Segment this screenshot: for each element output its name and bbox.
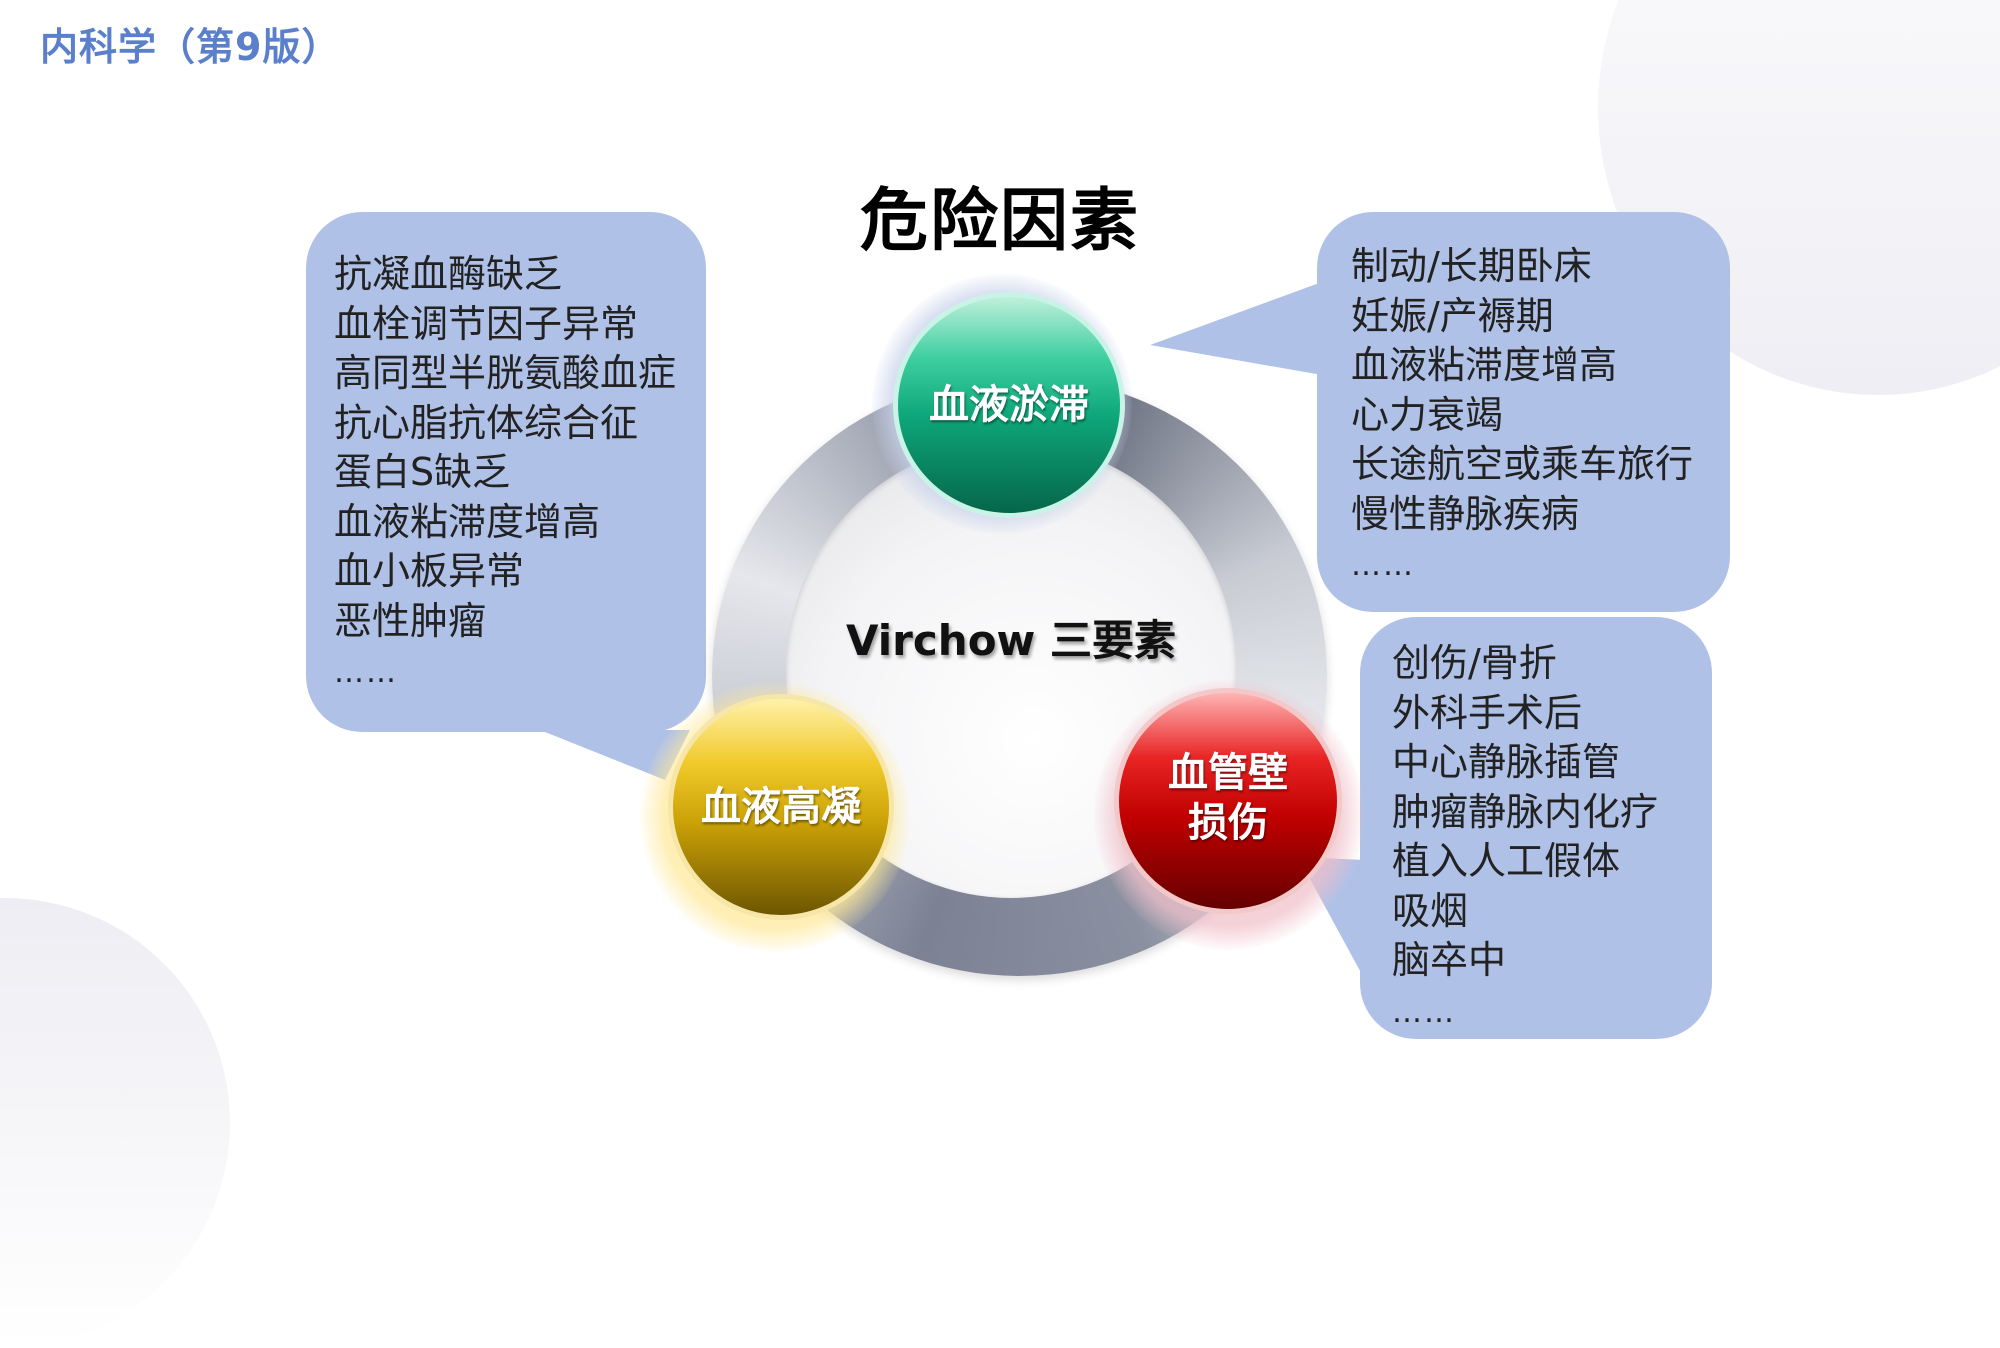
list-item: 中心静脉插管 [1392, 740, 1621, 784]
callout-hypercoagulability: 抗凝血酶缺乏 血栓调节因子异常 高同型半胱氨酸血症 抗心脂抗体综合征 蛋白S缺乏… [306, 212, 706, 732]
list-item: 血液粘滞度增高 [1351, 343, 1618, 387]
list-item: 妊娠/产褥期 [1351, 293, 1554, 338]
slide-title: 危险因素 [0, 165, 2000, 264]
hypercoagulability-label: 血液高凝 [701, 784, 861, 830]
list-item: 长途航空或乘车旅行 [1351, 442, 1694, 486]
vessel-injury-label-line1: 血管壁 [1168, 750, 1288, 796]
list-item: 吸烟 [1392, 888, 1469, 933]
list-item: 血小板异常 [334, 549, 525, 593]
list-item: 抗心脂抗体综合征 [334, 400, 639, 445]
list-item: 植入人工假体 [1392, 839, 1621, 883]
list-item: 慢性静脉疾病 [1351, 491, 1580, 536]
list-item: 脑卒中 [1392, 938, 1507, 982]
list-item: 外科手术后 [1392, 690, 1583, 735]
list-item: 恶性肿瘤 [334, 598, 487, 643]
callout-stasis: 制动/长期卧床 妊娠/产褥期 血液粘滞度增高 心力衰竭 长途航空或乘车旅行 慢性… [1317, 212, 1730, 612]
hypercoagulability-orb: 血液高凝 [668, 694, 894, 920]
stasis-orb: 血液淤滞 [893, 292, 1125, 518]
header-title: 内科学（第9版） [40, 25, 341, 69]
top-right-callout-tail [1150, 282, 1322, 375]
callout-vessel-injury: 创伤/骨折 外科手术后 中心静脉插管 肿瘤静脉内化疗 植入人工假体 吸烟 脑卒中… [1360, 617, 1712, 1039]
stasis-label: 血液淤滞 [929, 382, 1089, 428]
list-item: 抗凝血酶缺乏 [334, 252, 563, 296]
ellipsis: …… [1392, 994, 1456, 1030]
slide-title-text: 危险因素 [859, 182, 1140, 261]
list-item: 血液粘滞度增高 [334, 499, 601, 544]
list-item: 肿瘤静脉内化疗 [1392, 789, 1659, 834]
list-item: 创伤/骨折 [1392, 641, 1557, 685]
vessel-injury-orb: 血管壁 损伤 [1114, 688, 1342, 914]
center-label: Virchow 三要素 [846, 616, 1176, 665]
list-item: 高同型半胱氨酸血症 [334, 351, 677, 395]
ellipsis: …… [1351, 548, 1415, 583]
vessel-injury-label-line2: 损伤 [1188, 800, 1268, 846]
list-item: 制动/长期卧床 [1351, 244, 1592, 288]
list-item: 心力衰竭 [1351, 392, 1504, 437]
list-item: 血栓调节因子异常 [334, 301, 639, 346]
ellipsis: …… [334, 655, 398, 690]
list-item: 蛋白S缺乏 [334, 450, 511, 494]
